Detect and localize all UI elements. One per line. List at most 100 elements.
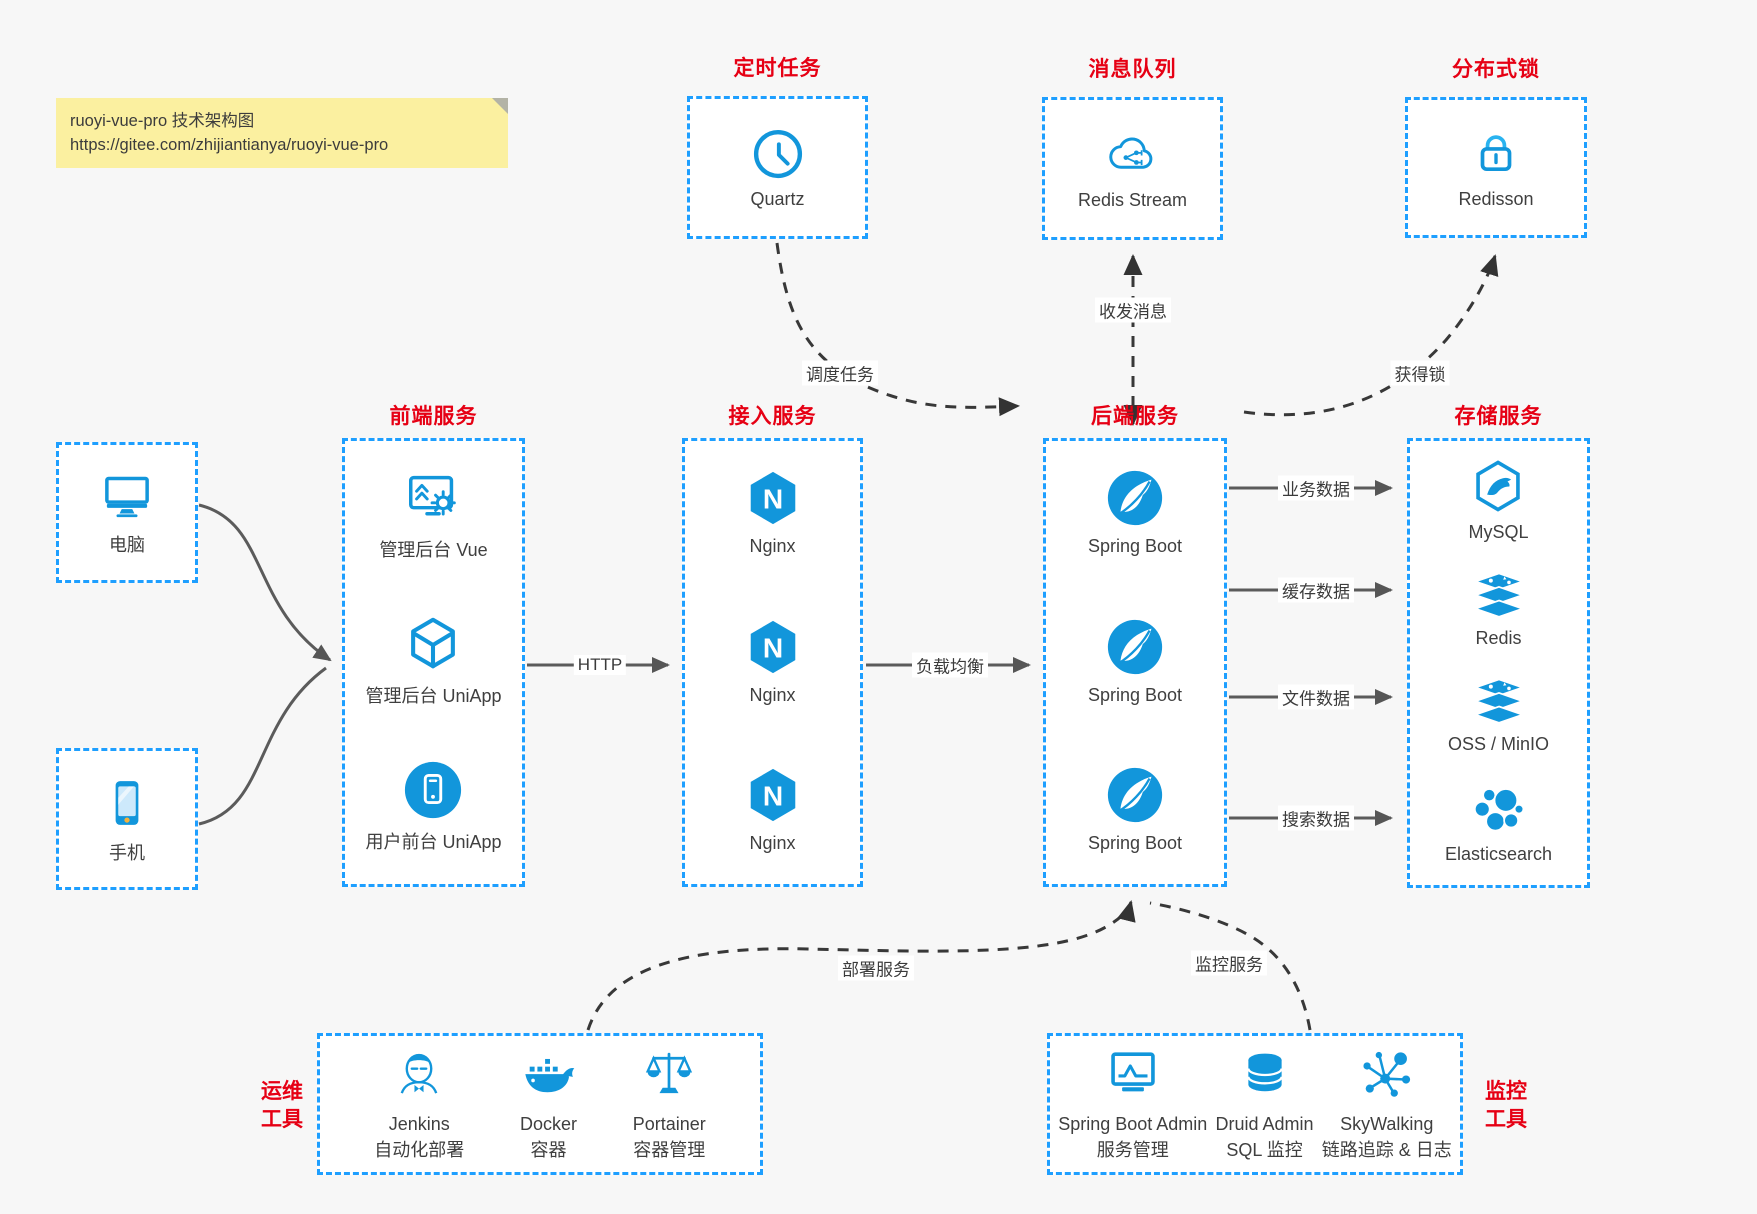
skywalking-item: SkyWalking 链路追踪 & 日志 xyxy=(1322,1046,1452,1163)
redis-stack-icon xyxy=(1472,678,1525,724)
item-label: Spring Boot xyxy=(1087,536,1183,556)
item-label: 电脑 xyxy=(109,535,145,555)
edge-schedule-task xyxy=(775,242,1020,417)
client-pc-group: 电脑 xyxy=(56,442,198,583)
desktop-icon xyxy=(105,476,149,518)
distributed-lock-group: 分布式锁 Redisson xyxy=(1405,58,1587,238)
tool-name: SkyWalking xyxy=(1340,1113,1434,1134)
item-label: MySQL xyxy=(1468,522,1529,542)
quartz-item: Quartz xyxy=(750,126,806,210)
note-title: ruoyi-vue-pro 技术架构图 xyxy=(70,112,255,130)
edge-label-deploy-service: 部署服务 xyxy=(838,955,914,981)
item-label: Spring Boot xyxy=(1087,833,1183,853)
note-url: https://gitee.com/zhijiantianya/ruoyi-vu… xyxy=(70,136,389,154)
cloud-share-icon xyxy=(1109,137,1153,169)
edge-label-schedule-task: 调度任务 xyxy=(802,360,878,386)
item-label: 管理后台 UniApp xyxy=(365,686,502,706)
item-label: Elasticsearch xyxy=(1444,844,1553,864)
group-title-lock: 分布式锁 xyxy=(1452,58,1540,81)
edge-label-acquire-lock: 获得锁 xyxy=(1390,360,1450,386)
admin-uniapp-item: 管理后台 UniApp xyxy=(365,613,502,708)
group-title-storage: 存储服务 xyxy=(1454,405,1543,428)
client-phone-box: 手机 xyxy=(56,748,198,890)
padlock-icon xyxy=(1480,134,1512,171)
spring-boot-item: Spring Boot xyxy=(1088,616,1182,706)
edge-label-load-balance: 负载均衡 xyxy=(912,652,988,678)
group-title-scheduled: 定时任务 xyxy=(733,57,822,80)
item-label: 用户前台 UniApp xyxy=(365,832,502,852)
nginx-item: N Nginx xyxy=(742,764,804,854)
item-label: Nginx xyxy=(749,684,796,705)
edge-label-biz-data: 业务数据 xyxy=(1278,475,1354,501)
mysql-icon xyxy=(1476,460,1521,512)
gateway-group: 接入服务 N Nginx N Nginx N Nginx xyxy=(682,405,863,887)
message-queue-box: Redis Stream xyxy=(1042,97,1223,240)
sticky-note: ruoyi-vue-pro 技术架构图 https://gitee.com/zh… xyxy=(56,98,508,168)
user-uniapp-item: 用户前台 UniApp xyxy=(365,759,502,854)
pc-item: 电脑 xyxy=(98,468,156,557)
nginx-item: N Nginx xyxy=(742,467,804,557)
item-label: Nginx xyxy=(749,833,796,853)
smartphone-icon xyxy=(115,780,139,825)
svg-text:N: N xyxy=(762,781,782,812)
tool-desc: 服务管理 xyxy=(1096,1139,1169,1160)
item-label: Redisson xyxy=(1458,188,1534,209)
edge-pc-to-frontend xyxy=(198,503,332,662)
nginx-icon: N xyxy=(750,471,795,525)
backend-box: Spring Boot Spring Boot Spring Boot xyxy=(1043,438,1227,887)
phone-item: 手机 xyxy=(99,774,155,865)
edge-acquire-lock xyxy=(1243,254,1499,417)
svg-text:N: N xyxy=(762,484,782,515)
spring-boot-icon xyxy=(1107,619,1163,674)
item-label: OSS / MinIO xyxy=(1447,734,1550,754)
item-label: Nginx xyxy=(749,536,796,556)
clock-icon xyxy=(753,129,802,178)
edge-deploy-service xyxy=(586,900,1136,1031)
mysql-item: MySQL xyxy=(1468,457,1529,543)
storage-group: 存储服务 MySQL Redis OSS / MinIO Elasticsear… xyxy=(1407,405,1590,888)
admin-screen-gear-icon xyxy=(408,475,456,516)
group-title-mq: 消息队列 xyxy=(1088,58,1177,81)
tool-name: Druid Admin xyxy=(1215,1113,1314,1134)
oss-minio-item: OSS / MinIO xyxy=(1448,677,1549,755)
spring-boot-icon xyxy=(1107,767,1163,823)
tool-name: Docker xyxy=(519,1113,577,1134)
frontend-group: 前端服务 管理后台 Vue 管理后台 UniApp 用户前台 UniApp xyxy=(342,405,525,887)
redisson-item: Redisson xyxy=(1458,126,1534,210)
elasticsearch-icon xyxy=(1474,788,1525,832)
redis-stream-item: Redis Stream xyxy=(1078,127,1187,211)
nginx-item: N Nginx xyxy=(742,616,804,706)
item-label: Spring Boot xyxy=(1087,684,1183,705)
edge-label-send-receive-msg: 收发消息 xyxy=(1095,297,1171,323)
item-label: 手机 xyxy=(109,842,145,863)
tool-desc: 链路追踪 & 日志 xyxy=(1321,1139,1452,1160)
group-title-backend: 后端服务 xyxy=(1091,405,1179,428)
backend-group: 后端服务 Spring Boot Spring Boot Spring Boot xyxy=(1043,405,1227,887)
scheduled-task-group: 定时任务 Quartz xyxy=(687,57,868,239)
cube-icon xyxy=(411,617,456,669)
group-title-gateway: 接入服务 xyxy=(728,405,817,428)
admin-vue-item: 管理后台 Vue xyxy=(379,467,488,562)
tool-desc: SQL 监控 xyxy=(1226,1139,1303,1160)
edge-label-http: HTTP xyxy=(573,655,627,675)
spring-boot-item: Spring Boot xyxy=(1088,467,1182,557)
circle-phone-icon xyxy=(405,761,462,819)
storage-box: MySQL Redis OSS / MinIO Elasticsearch xyxy=(1407,438,1590,888)
monitor-chart-icon xyxy=(1111,1051,1155,1091)
edge-monitor-service xyxy=(1149,901,1312,1031)
edge-phone-to-frontend xyxy=(198,666,327,826)
database-icon xyxy=(1246,1053,1283,1091)
item-label: Redis Stream xyxy=(1077,189,1188,210)
skywalking-graph-icon xyxy=(1363,1051,1410,1097)
spring-boot-item: Spring Boot xyxy=(1088,764,1182,854)
item-label: Quartz xyxy=(750,188,805,209)
